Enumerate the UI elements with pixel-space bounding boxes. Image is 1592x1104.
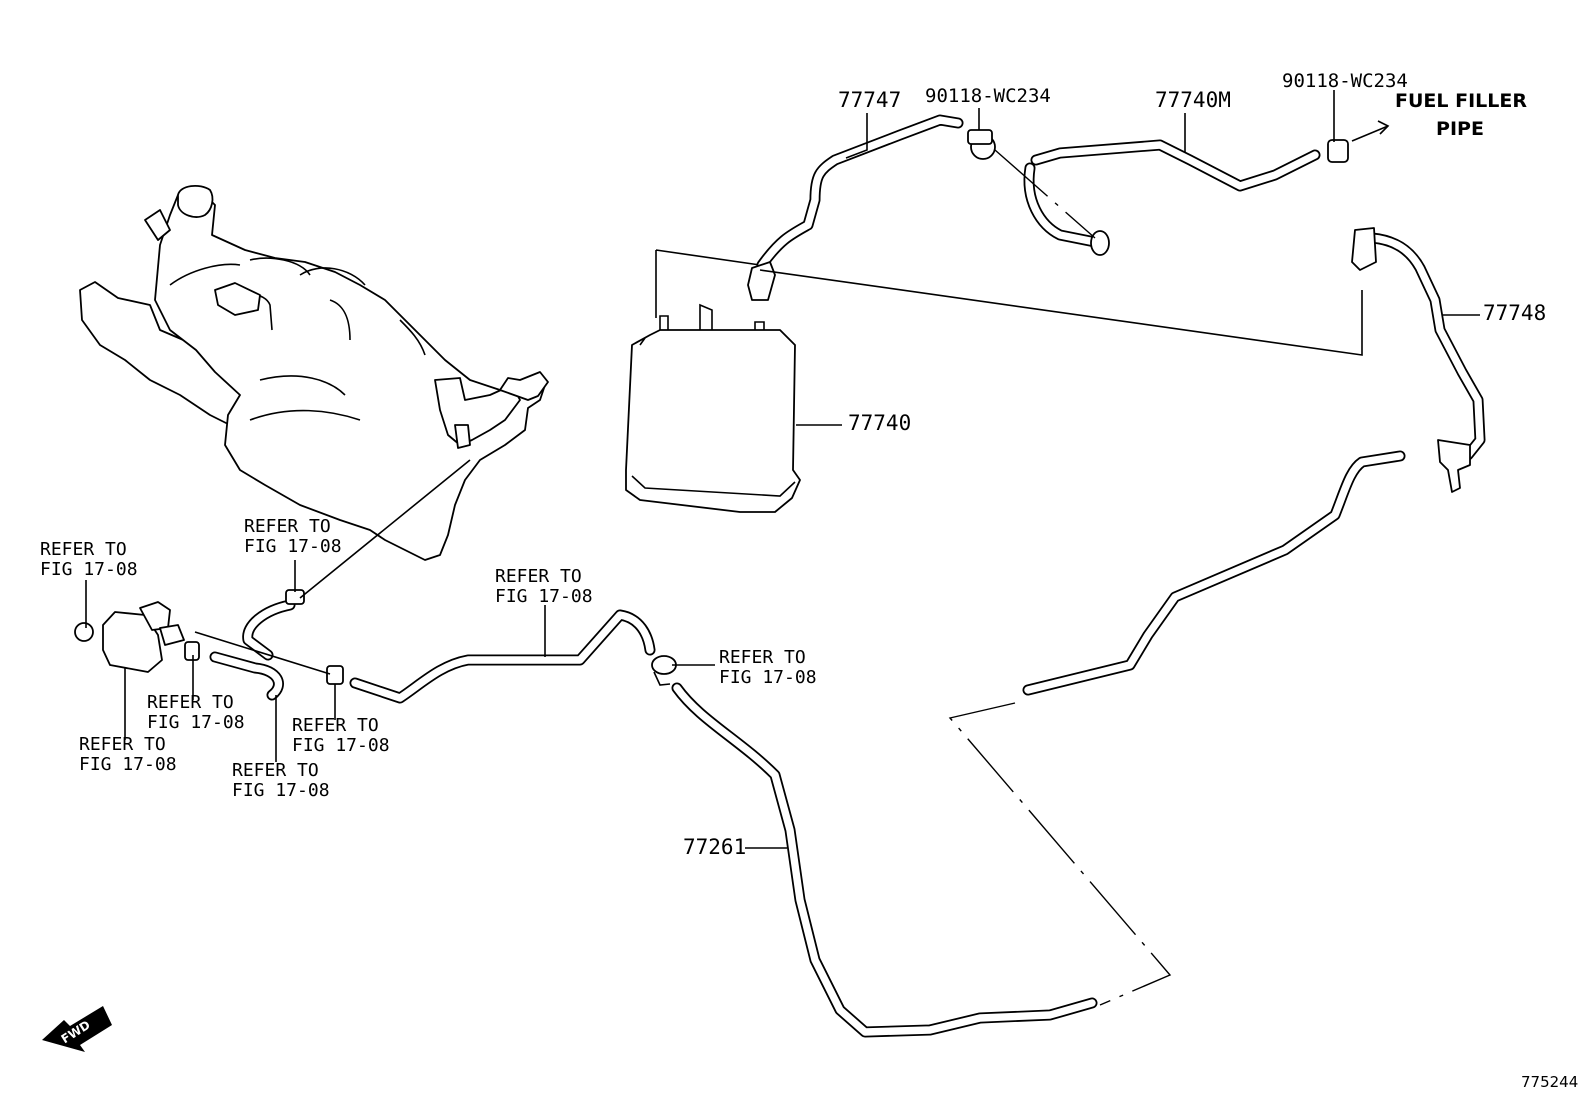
refer-note-vsv-top: REFER TO FIG 17-08	[40, 540, 138, 580]
fuel-filler-line1: FUEL FILLER	[1395, 90, 1527, 112]
refer-line1: REFER TO	[719, 647, 806, 668]
document-id: 775244	[1521, 1073, 1579, 1091]
hose-77748	[759, 227, 1486, 493]
refer-line1: REFER TO	[147, 692, 234, 713]
refer-line1: REFER TO	[292, 715, 379, 736]
refer-line2: FIG 17-08	[147, 712, 245, 733]
charcoal-canister	[625, 249, 801, 513]
refer-note-vsv-bottom: REFER TO FIG 17-08	[79, 735, 177, 775]
refer-note-small-clamp: REFER TO FIG 17-08	[147, 693, 245, 733]
intake-manifold	[79, 184, 549, 561]
pipe-long	[948, 450, 1406, 1006]
refer-line1: REFER TO	[40, 539, 127, 560]
part-number-77261: 77261	[683, 835, 747, 859]
refer-line1: REFER TO	[79, 734, 166, 755]
refer-line2: FIG 17-08	[232, 780, 330, 801]
fuel-filler-pipe-label: FUEL FILLER PIPE	[1395, 87, 1527, 143]
refer-line2: FIG 17-08	[719, 667, 817, 688]
hoses-upper	[747, 114, 1390, 301]
hoses-lower	[74, 459, 1098, 1038]
part-number-77747: 77747	[838, 88, 902, 112]
refer-line2: FIG 17-08	[244, 536, 342, 557]
fuel-filler-line2: PIPE	[1436, 118, 1484, 140]
refer-line2: FIG 17-08	[79, 754, 177, 775]
refer-note-hose-bottom: REFER TO FIG 17-08	[232, 761, 330, 801]
refer-line2: FIG 17-08	[40, 559, 138, 580]
refer-note-center-hose: REFER TO FIG 17-08	[495, 567, 593, 607]
fwd-arrow-icon	[42, 1006, 112, 1052]
refer-line2: FIG 17-08	[495, 586, 593, 607]
leader-lines	[85, 90, 1480, 849]
refer-line1: REFER TO	[495, 566, 582, 587]
refer-note-clamp-top: REFER TO FIG 17-08	[244, 517, 342, 557]
refer-line1: REFER TO	[244, 516, 331, 537]
part-number-77740m: 77740M	[1155, 88, 1231, 112]
refer-note-clamp-right: REFER TO FIG 17-08	[292, 716, 390, 756]
part-number-77748: 77748	[1483, 301, 1547, 325]
part-number-77740: 77740	[848, 411, 912, 435]
refer-line1: REFER TO	[232, 760, 319, 781]
refer-note-center-clamp: REFER TO FIG 17-08	[719, 648, 817, 688]
part-number-90118-left: 90118-WC234	[925, 85, 1051, 107]
part-number-90118-right: 90118-WC234	[1282, 70, 1408, 92]
refer-line2: FIG 17-08	[292, 735, 390, 756]
